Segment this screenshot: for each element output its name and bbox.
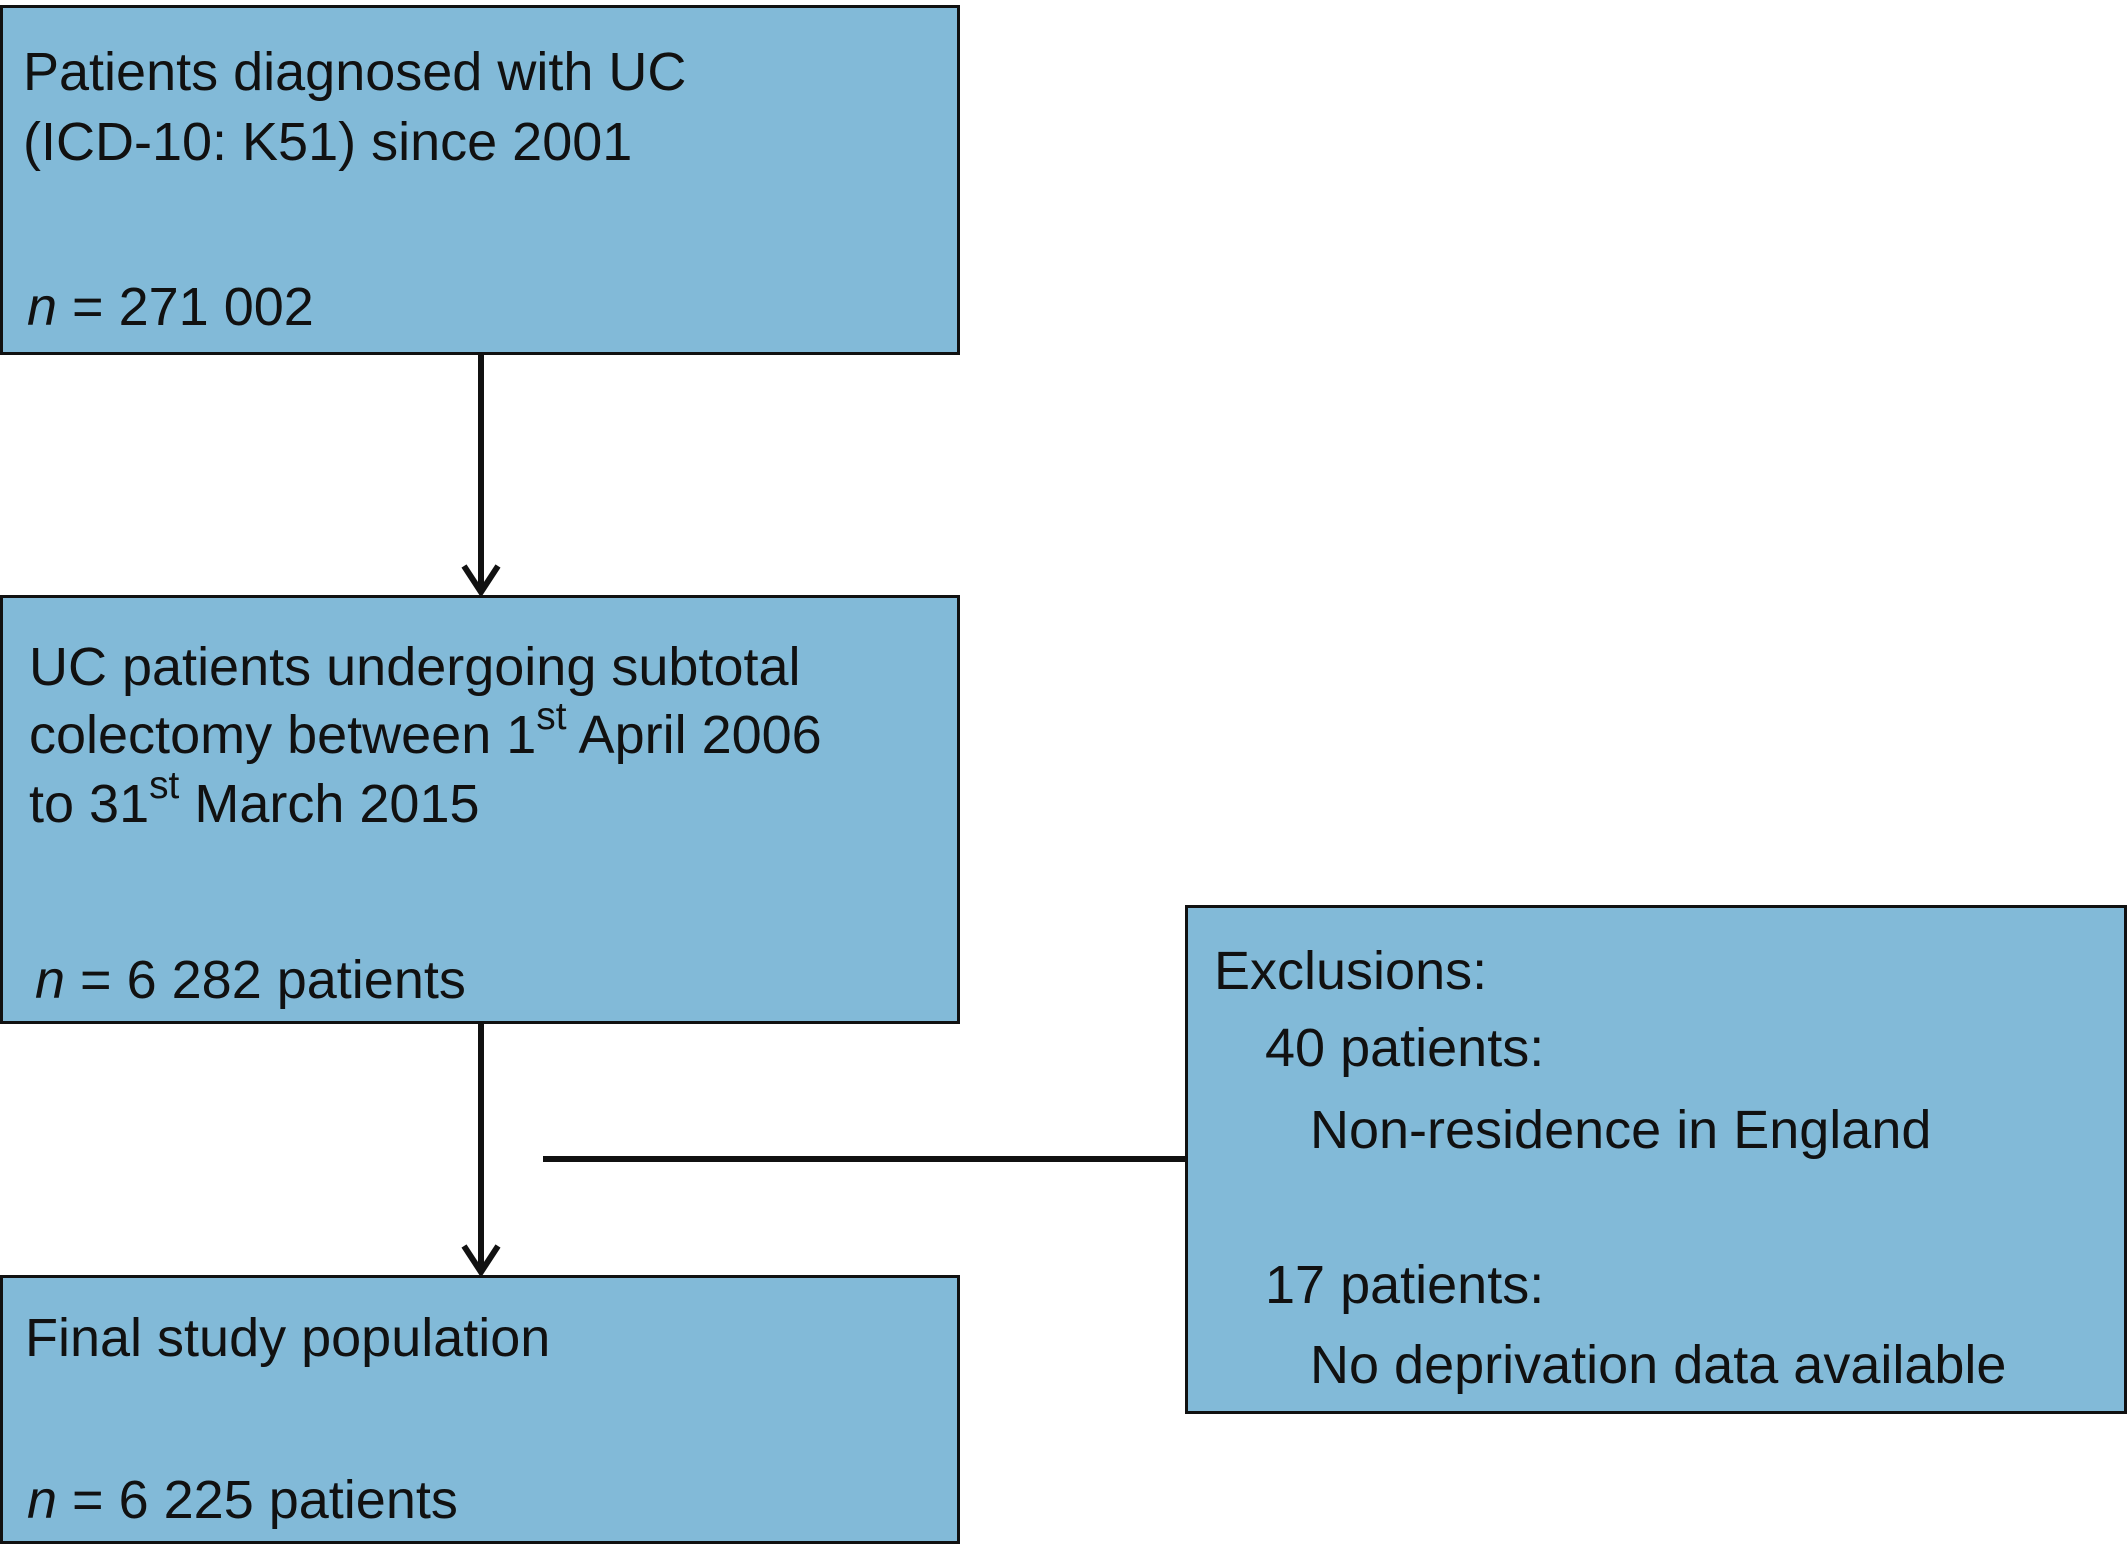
exclusion-2-count: 17 patients:: [1265, 1255, 1545, 1315]
box2-n-text: = 6 282 patients: [65, 950, 466, 1010]
box2-line2-pre: colectomy between 1: [29, 705, 537, 765]
box3-line1: Final study population: [25, 1308, 551, 1368]
box3-count: n = 6 225 patients: [27, 1473, 458, 1527]
box1-line1: Patients diagnosed with UC: [23, 42, 687, 102]
box2-n-symbol: n: [35, 950, 66, 1010]
box2-line3-sup: st: [149, 763, 180, 807]
box3-n-symbol: n: [27, 1470, 58, 1530]
box2-line3-pre: to 31: [29, 774, 150, 834]
box2-line3: to 31st March 2015: [29, 766, 480, 834]
exclusions-heading: Exclusions:: [1214, 941, 1488, 1001]
box2-count: n = 6 282 patients: [35, 953, 466, 1007]
exclusion-1-reason: Non-residence in England: [1310, 1100, 1932, 1160]
exclusion-1-count: 40 patients:: [1265, 1018, 1545, 1078]
box-final-population: Final study population n = 6 225 patient…: [0, 1275, 960, 1544]
arrow-head-2: [461, 1244, 501, 1278]
arrow-head-1: [461, 564, 501, 598]
box1-n-text: = 271 002: [57, 277, 314, 337]
exclusion-2-reason: No deprivation data available: [1310, 1335, 2007, 1395]
box-colectomy-patients: UC patients undergoing subtotal colectom…: [0, 595, 960, 1024]
box3-n-text: = 6 225 patients: [57, 1470, 458, 1530]
box2-line2-post: April 2006: [566, 705, 822, 765]
box-diagnosed-patients: Patients diagnosed with UC (ICD-10: K51)…: [0, 5, 960, 355]
box1-n-symbol: n: [27, 277, 58, 337]
box2-line2: colectomy between 1st April 2006: [29, 697, 822, 765]
box2-line2-sup: st: [536, 694, 567, 738]
box1-count: n = 271 002: [27, 280, 314, 334]
box2-line1: UC patients undergoing subtotal: [29, 637, 801, 697]
arrow-box1-to-box2: [461, 355, 501, 598]
box-exclusions: Exclusions: 40 patients: Non-residence i…: [1185, 905, 2127, 1414]
arrow-box2-to-box3: [461, 1023, 501, 1278]
box1-line2: (ICD-10: K51) since 2001: [23, 112, 633, 172]
box2-line3-post: March 2015: [179, 774, 480, 834]
